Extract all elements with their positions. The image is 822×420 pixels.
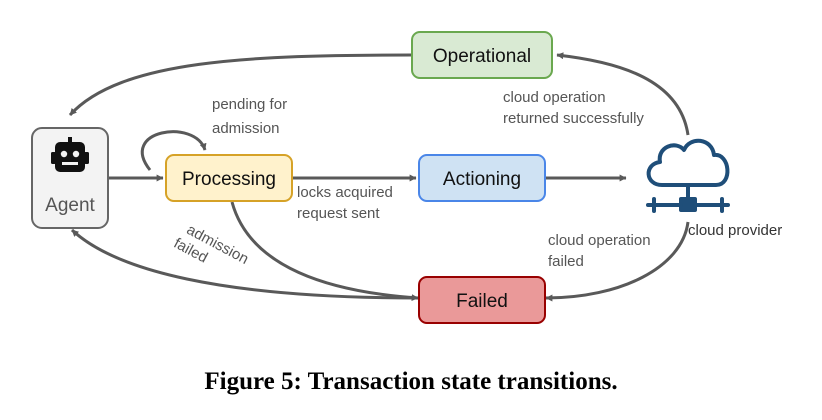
cloud-provider-node: cloud provider	[646, 138, 782, 239]
edge-processing-to-failed	[230, 201, 419, 302]
cloud-network-icon	[646, 138, 730, 213]
edge-label-success-line2: returned successfully	[503, 110, 644, 127]
figure-caption: Figure 5: Transaction state transitions.	[204, 368, 618, 395]
edge-label-cloud-failed-line1: cloud operation	[548, 232, 651, 249]
edge-label-locks-line1: locks acquired	[297, 184, 393, 201]
state-diagram: Agent Processing Actioning Operational F…	[31, 31, 782, 324]
edge-failed-to-agent	[70, 228, 419, 300]
processing-label: Processing	[182, 169, 276, 190]
operational-label: Operational	[433, 46, 531, 67]
failed-node: Failed	[418, 276, 546, 324]
edge-label-pending-line1: pending for	[212, 96, 287, 113]
edge-label-pending-line2: admission	[212, 120, 280, 137]
edge-label-success-line1: cloud operation	[503, 89, 606, 106]
edge-label-cloud-failed-line2: failed	[548, 253, 584, 270]
processing-node: Processing	[165, 154, 293, 202]
actioning-node: Actioning	[418, 154, 546, 202]
edge-operational-to-agent	[68, 53, 413, 117]
robot-icon	[51, 137, 89, 172]
edge-cloud-to-failed	[545, 221, 690, 302]
agent-node: Agent	[31, 127, 109, 229]
edge-processing-self-loop	[140, 130, 207, 171]
operational-node: Operational	[411, 31, 553, 79]
edge-label-locks-line2: request sent	[297, 205, 380, 222]
cloud-provider-label: cloud provider	[688, 222, 782, 239]
agent-label: Agent	[45, 195, 95, 216]
failed-label: Failed	[456, 291, 508, 312]
actioning-label: Actioning	[443, 169, 521, 190]
edge-cloud-to-operational	[556, 52, 690, 136]
